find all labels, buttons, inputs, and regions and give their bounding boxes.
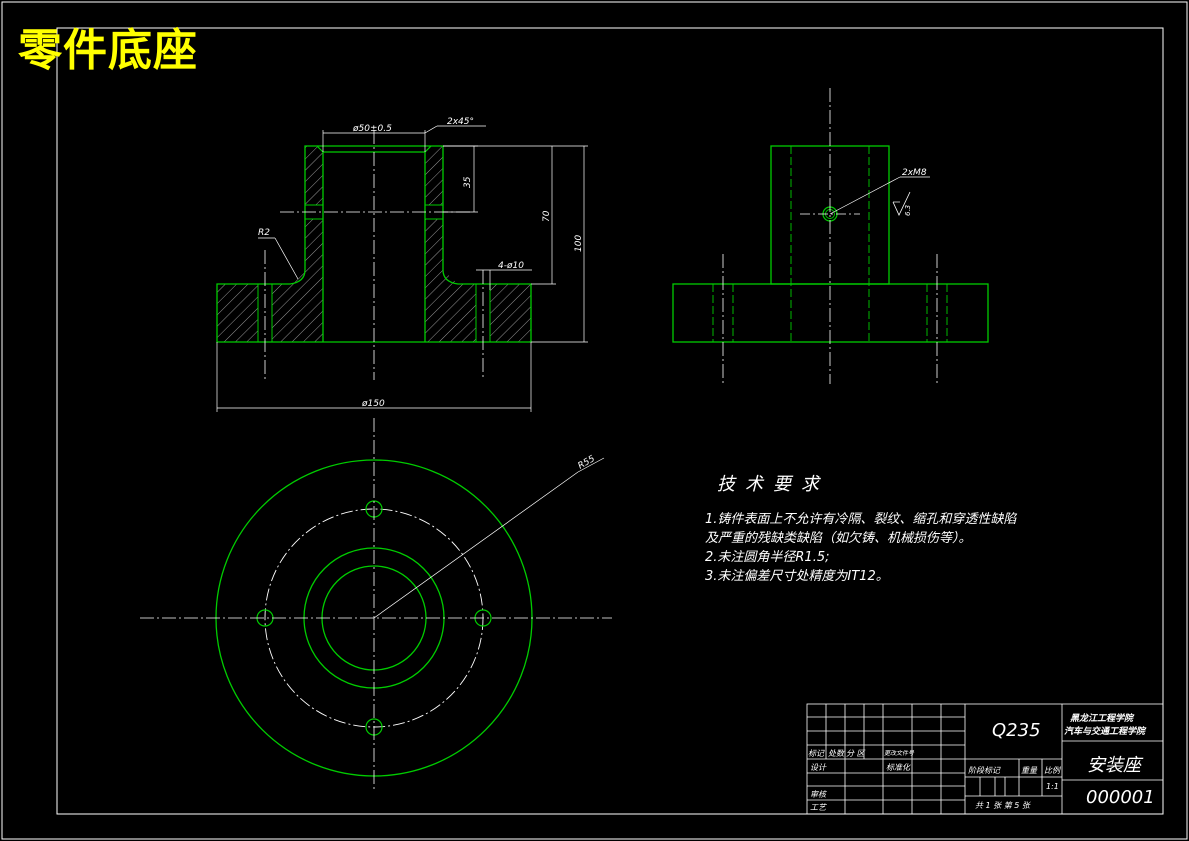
tb-standard: 标准化	[886, 763, 910, 772]
tb-scale: 1:1	[1046, 782, 1059, 791]
dim-side-thread: 2xM8	[902, 168, 927, 178]
tech-line-1: 1.铸件表面上不允许有冷隔、裂纹、缩孔和穿透性缺陷	[705, 512, 1017, 527]
tech-line-3: 2.未注圆角半径R1.5;	[705, 550, 830, 565]
tb-process: 工艺	[810, 803, 826, 812]
tech-requirements: 技术要求 1.铸件表面上不允许有冷隔、裂纹、缩孔和穿透性缺陷 及严重的残缺类缺陷…	[705, 470, 1016, 586]
dim-flange-dia: ø150	[361, 399, 385, 409]
title-block-grid	[806, 703, 1164, 815]
tb-hdr-count: 处数	[828, 749, 844, 758]
tb-part-name: 安装座	[1087, 755, 1141, 776]
tb-material: Q235	[992, 720, 1041, 741]
dim-70: 70	[542, 210, 552, 222]
dim-fillet: R2	[258, 228, 270, 238]
tb-hdr-docno: 更改文件号	[884, 750, 915, 757]
tb-sheets: 共 1 张 第 5 张	[975, 801, 1030, 810]
dim-100: 100	[574, 235, 584, 252]
top-view: R55	[140, 418, 612, 792]
dim-chamfer: 2x45°	[447, 117, 474, 127]
dim-side-rough: 6.3	[904, 205, 912, 216]
tb-ratio: 比例	[1044, 766, 1060, 775]
dim-bore-dia: ø50±0.5	[352, 124, 392, 134]
front-section-view: ø50±0.5 2x45° 35 70 100 R2 4-ø10 ø150	[216, 117, 588, 412]
tech-line-2: 及严重的残缺类缺陷（如欠铸、机械损伤等）。	[705, 531, 972, 546]
tb-design: 设计	[810, 763, 826, 772]
inner-frame	[56, 27, 1164, 815]
tb-school-1: 黑龙江工程学院	[1070, 714, 1134, 724]
dim-holes: 4-ø10	[498, 261, 524, 271]
tb-drawing-no: 000001	[1086, 787, 1155, 808]
tb-weight: 重量	[1021, 766, 1037, 775]
side-view: 2xM8 6.3	[672, 88, 989, 384]
tb-hdr-mark: 标记	[808, 749, 824, 758]
page-title: 零件底座	[18, 25, 198, 76]
tb-school-2: 汽车与交通工程学院	[1064, 727, 1146, 737]
tb-hdr-zone: 分 区	[846, 749, 865, 758]
tb-review: 审核	[810, 790, 826, 799]
tb-stage-mark: 阶段标记	[968, 766, 1000, 775]
dim-35: 35	[463, 176, 473, 188]
dim-radius-55: R55	[577, 454, 598, 472]
tech-line-4: 3.未注偏差尺寸处精度为IT12。	[705, 569, 889, 584]
tech-heading: 技术要求	[717, 474, 829, 495]
